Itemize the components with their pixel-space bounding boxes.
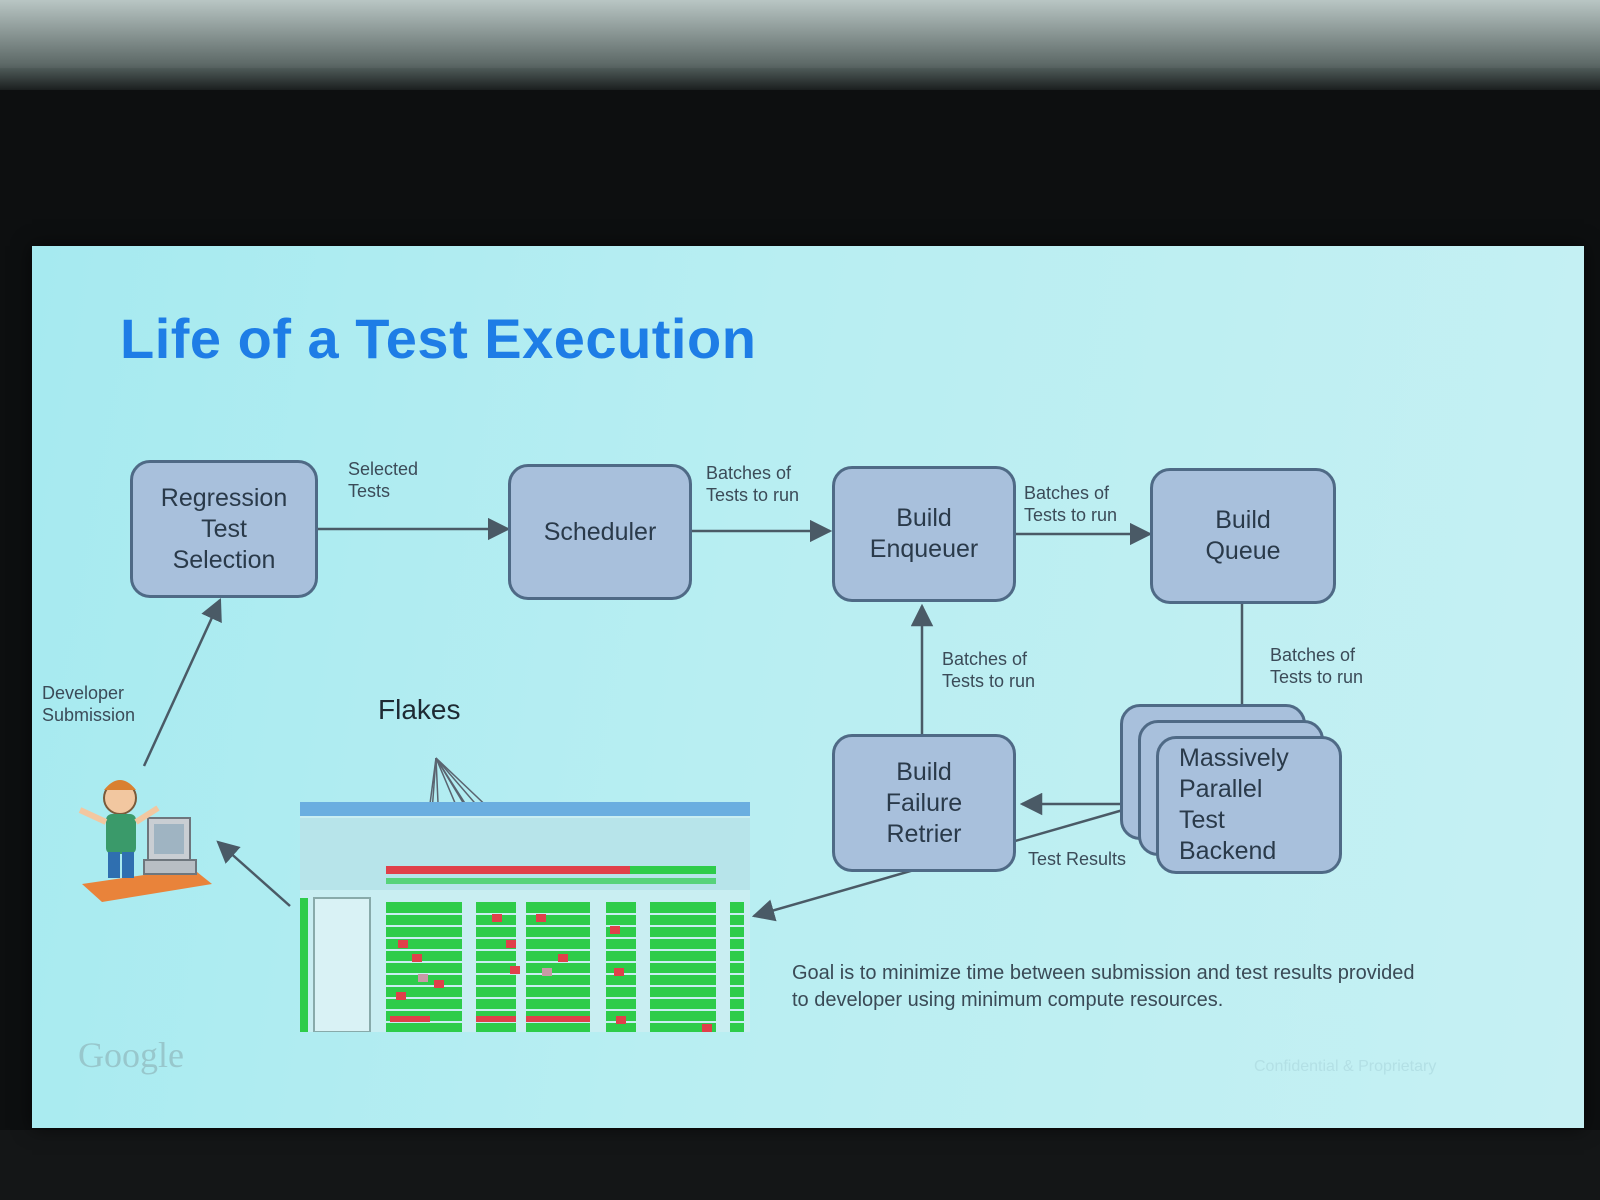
slide-title: Life of a Test Execution: [120, 307, 757, 370]
edge-label-batches-scheduler-enqueuer: Batches of Tests to run: [706, 463, 800, 505]
edge-label-developer-submission: Developer Submission: [42, 683, 136, 725]
goal-statement: Goal is to minimize time between submiss…: [792, 962, 1415, 1011]
edge-label-batches-enqueuer-queue: Batches of Tests to run: [1024, 483, 1118, 525]
arrow-dashboard-to-developer: [216, 840, 291, 907]
edge-label-batches-queue-backend: Batches of Tests to run: [1270, 645, 1364, 687]
arrow-developer-to-selection: [142, 597, 222, 767]
google-logo: Google: [78, 1035, 184, 1075]
node-scheduler: Scheduler: [508, 464, 692, 600]
node-build-enqueuer: Build Enqueuer: [832, 466, 1016, 602]
test-dashboard-screenshot: [300, 802, 750, 1032]
projector-housing: [0, 68, 1600, 90]
confidential-footer: Confidential & Proprietary: [1254, 1058, 1437, 1075]
node-build-queue: Build Queue: [1150, 468, 1336, 604]
developer-at-computer-icon: [78, 780, 212, 902]
node-build-failure-retrier: Build Failure Retrier: [832, 734, 1016, 872]
edge-label-test-results: Test Results: [1028, 849, 1127, 869]
node-regression-test-selection: Regression Test Selection: [130, 460, 318, 598]
node-massively-parallel-test-backend: Massively Parallel Test Backend: [1156, 736, 1342, 874]
edge-label-selected-tests: Selected Tests: [348, 459, 419, 501]
edge-label-batches-retrier-enqueuer: Batches of Tests to run: [942, 649, 1036, 691]
room-floor: [0, 1130, 1600, 1200]
flakes-label: Flakes: [378, 694, 461, 725]
projection-screen: Life of a Test Execution: [32, 246, 1584, 1128]
